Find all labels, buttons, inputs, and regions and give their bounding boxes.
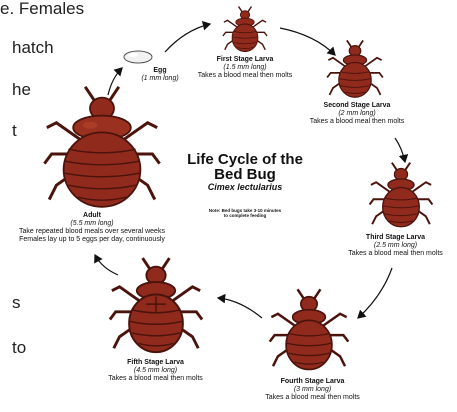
first-stage-size: (1.5 mm long) [190,64,300,72]
fifth-stage-name: Fifth Stage Larva [98,359,213,367]
third-stage-size: (2.5 mm long) [338,242,453,250]
second-stage-name: Second Stage Larva [302,102,412,110]
adult-label: Adult (5.5 mm long) Take repeated blood … [2,212,182,244]
arrow-third-to-fourth [358,268,392,318]
third-stage-larva-icon [368,160,434,232]
fifth-stage-desc: Takes a blood meal then molts [98,375,213,383]
egg-label: Egg (1 mm long) [132,67,188,83]
fifth-stage-larva-icon [108,254,204,360]
adult-stage-name: Adult [2,212,182,220]
egg-icon [122,49,154,65]
third-stage-label: Third Stage Larva (2.5 mm long) Takes a … [338,234,453,258]
scientific-name: Cimex lectularius [180,182,310,193]
first-stage-larva-icon [222,4,268,56]
fourth-stage-larva-icon [268,286,350,376]
second-stage-size: (2 mm long) [302,110,412,118]
second-stage-label: Second Stage Larva (2 mm long) Takes a b… [302,102,412,126]
first-stage-name: First Stage Larva [190,56,300,64]
fourth-stage-name: Fourth Stage Larva [255,378,370,386]
note-line-2: to complete feeding [195,213,295,218]
arrow-second-to-third [395,138,405,162]
first-stage-desc: Takes a blood meal then molts [190,72,300,80]
title-line-1: Life Cycle of the [180,152,310,167]
adult-size: (5.5 mm long) [2,220,182,228]
first-stage-label: First Stage Larva (1.5 mm long) Takes a … [190,56,300,80]
third-stage-name: Third Stage Larva [338,234,453,242]
egg-stage-name: Egg [132,67,188,75]
second-stage-desc: Takes a blood meal then molts [302,118,412,126]
adult-desc-1: Take repeated blood meals over several w… [2,228,182,236]
second-stage-larva-icon [326,38,384,102]
fourth-stage-label: Fourth Stage Larva (3 mm long) Takes a b… [255,378,370,402]
title-line-2: Bed Bug [180,167,310,182]
arrow-egg-to-first [165,24,210,52]
fifth-stage-label: Fifth Stage Larva (4.5 mm long) Takes a … [98,359,213,383]
third-stage-desc: Takes a blood meal then molts [338,250,453,258]
fourth-stage-desc: Takes a blood meal then molts [255,394,370,402]
arrow-fourth-to-fifth [218,298,262,318]
adult-bed-bug-icon [40,82,164,214]
diagram-title: Life Cycle of the Bed Bug Cimex lectular… [180,152,310,193]
adult-desc-2: Females lay up to 5 eggs per day, contin… [2,236,182,244]
fifth-stage-size: (4.5 mm long) [98,367,213,375]
fourth-stage-size: (3 mm long) [255,386,370,394]
feeding-note: Note: Bed bugs take 3-10 minutes to comp… [195,208,295,218]
